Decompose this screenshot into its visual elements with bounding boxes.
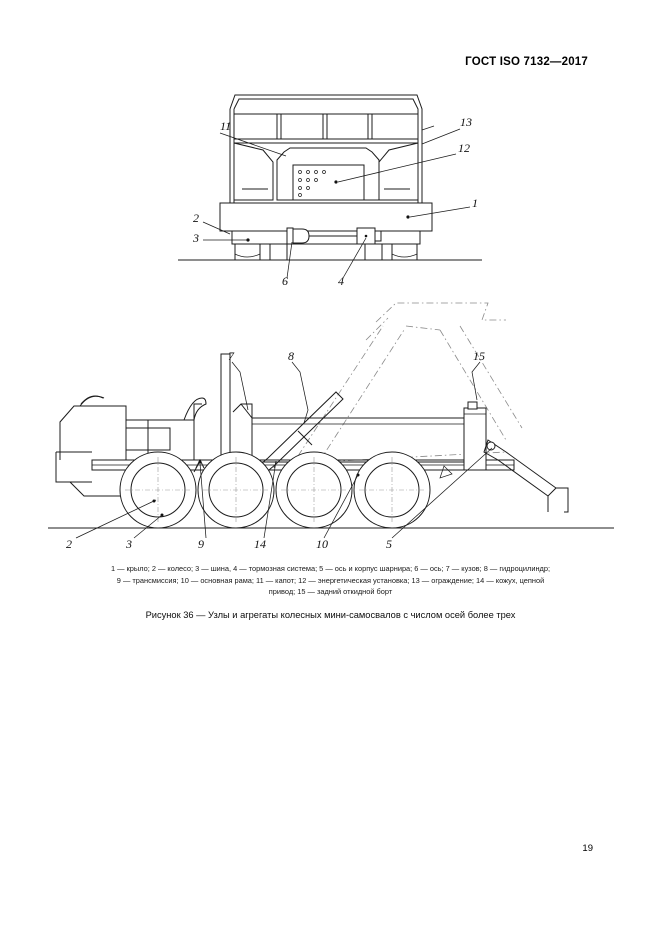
- callout-12: 12: [458, 141, 470, 155]
- dump-body-7: [240, 403, 465, 463]
- wheel-3: [275, 451, 353, 529]
- callout-9: 9: [198, 537, 204, 550]
- callout-leaders: [75, 361, 493, 539]
- callout-leaders: [202, 125, 471, 279]
- callout-1: 1: [472, 196, 478, 210]
- side-view-drawing: 7 8 15 2 3 9 14 10 5: [36, 300, 626, 550]
- wheel-group: [119, 451, 431, 529]
- wheel-1: [119, 451, 197, 529]
- front-view-drawing: 11 13 12 1 2 3 6 4: [160, 82, 500, 287]
- callout-8: 8: [288, 349, 294, 363]
- figure-caption: Рисунок 36 — Узлы и агрегаты колесных ми…: [145, 610, 516, 620]
- callout-7: 7: [228, 349, 235, 363]
- fender-1: [219, 202, 433, 245]
- callout-3: 3: [192, 231, 199, 245]
- callout-10: 10: [316, 537, 328, 550]
- legend-line-1: 1 — крыло; 2 — колесо; 3 — шина, 4 — тор…: [110, 564, 551, 573]
- callout-4: 4: [338, 274, 344, 287]
- engine-hood-operator-station: [59, 353, 253, 461]
- callout-2: 2: [193, 211, 199, 225]
- side-view-svg: 7 8 15 2 3 9 14 10 5: [48, 302, 614, 550]
- callout-5: 5: [386, 537, 392, 550]
- axle-6-brake-4: [286, 227, 382, 245]
- callout-3: 3: [125, 537, 132, 550]
- callout-15: 15: [473, 349, 485, 363]
- front-view-svg: 11 13 12 1 2 3 6 4: [178, 94, 482, 287]
- body-raised-phantom: [297, 302, 523, 463]
- tailgate-15: [463, 401, 487, 471]
- legend-line-3: привод; 15 — задний откидной борт: [268, 587, 393, 597]
- callout-6: 6: [282, 274, 288, 287]
- standard-designation: ГОСТ ISO 7132—2017: [465, 56, 588, 68]
- callout-11: 11: [220, 119, 231, 133]
- wheels-front-view: [234, 238, 418, 260]
- wheel-4: [353, 451, 431, 529]
- articulation-joint-5: [439, 439, 569, 513]
- grille-holes: [298, 170, 326, 197]
- callout-14: 14: [254, 537, 266, 550]
- power-unit-12: [292, 164, 365, 201]
- figure-legend: 1 — крыло; 2 — колесо; 3 — шина, 4 — тор…: [30, 563, 631, 598]
- wheel-2: [197, 451, 275, 529]
- page-header: ГОСТ ISO 7132—2017: [0, 52, 661, 70]
- legend-line-2: 9 — трансмиссия; 10 — основная рама; 11 …: [116, 575, 545, 585]
- page-number: 19: [582, 843, 593, 854]
- callout-2: 2: [66, 537, 72, 550]
- callout-13: 13: [460, 115, 472, 129]
- hood-11: [276, 147, 380, 201]
